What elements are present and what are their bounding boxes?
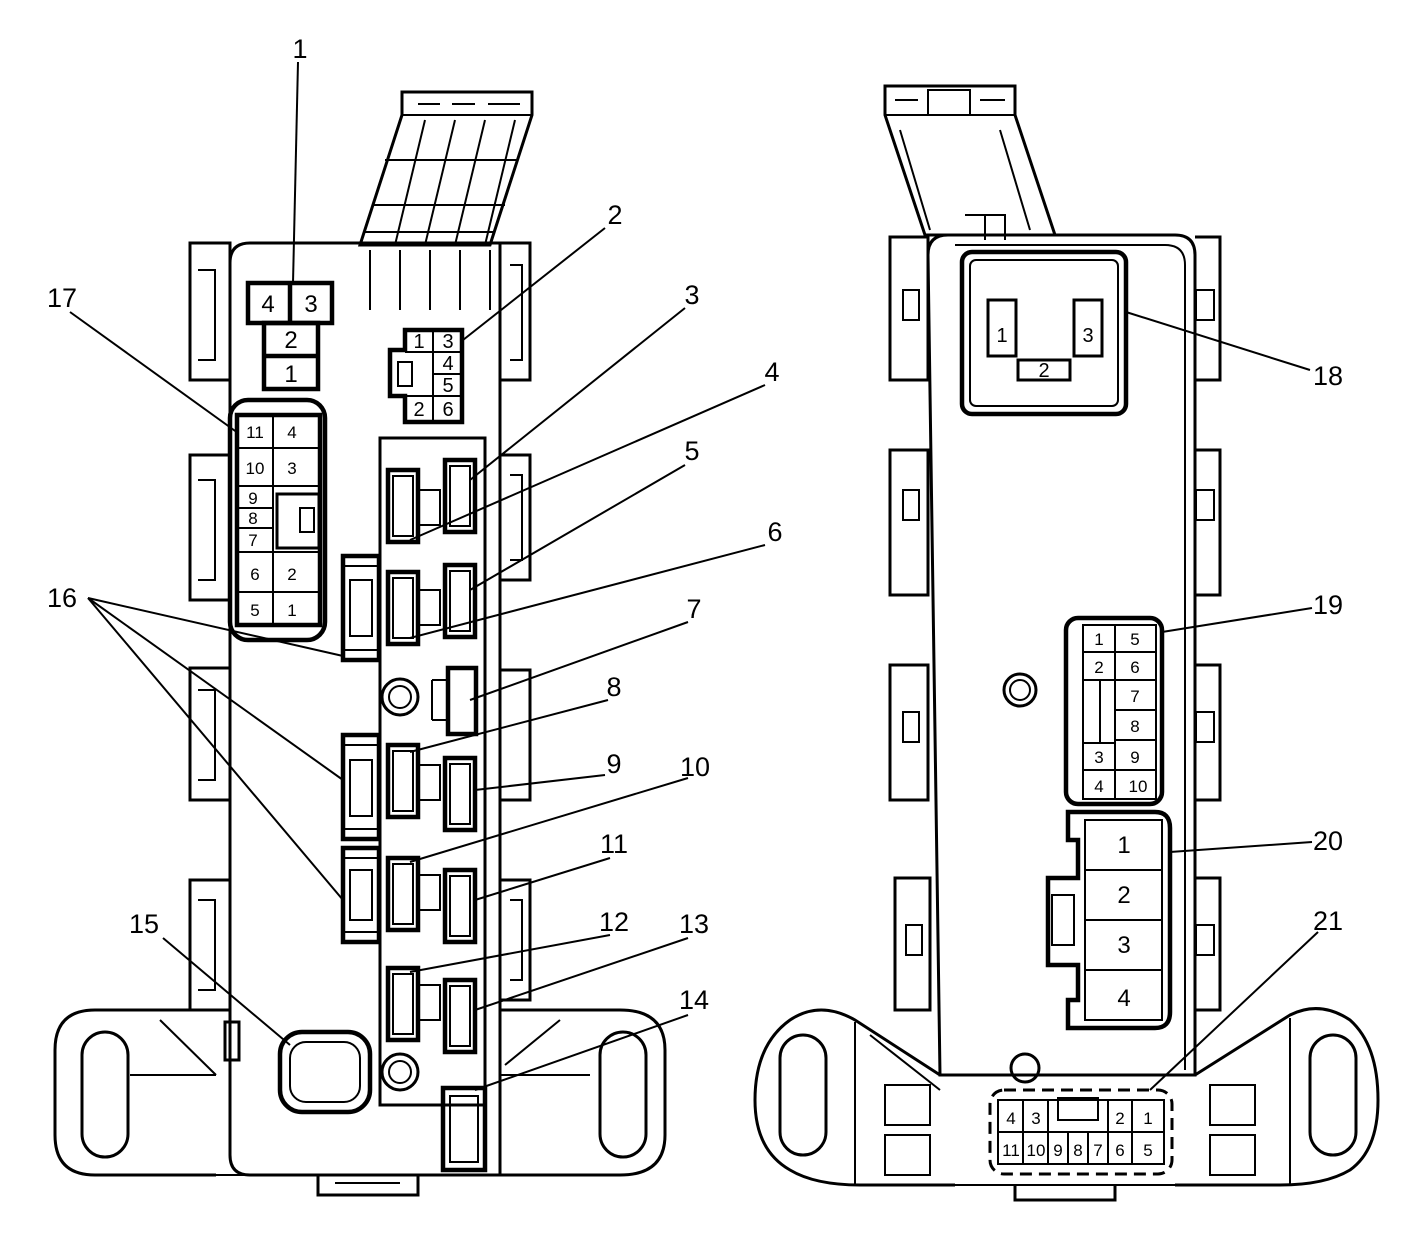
callout-15: 15	[129, 909, 159, 939]
connector-18-pin: 3	[1082, 325, 1093, 347]
connector-17-pin: 7	[248, 531, 257, 550]
connector-19-pin: 10	[1129, 777, 1148, 796]
connector-20: 1 2 3 4	[1045, 809, 1173, 1031]
connector-2-pin: 1	[413, 331, 424, 353]
callout-3: 3	[684, 280, 699, 310]
connector-17: 11 4 10 3 9 8 7 6 2 5 1	[227, 397, 328, 643]
connector-21-pin: 3	[1031, 1109, 1040, 1128]
left-top-ribbon	[357, 90, 534, 310]
callout-10: 10	[680, 752, 710, 782]
right-view-right-clips	[1195, 235, 1222, 1012]
connector-1-pin: 2	[284, 327, 297, 354]
connector-18: 1 3 2	[959, 249, 1129, 417]
connector-19: 1 5 2 6 7 8 3 9 4 10	[1063, 615, 1165, 807]
connector-17-pin: 8	[248, 509, 257, 528]
connector-15	[277, 1029, 373, 1115]
connector-2-pin: 3	[442, 331, 453, 353]
fuse-row-12-13	[385, 965, 478, 1055]
connector-21-pin: 5	[1143, 1141, 1152, 1160]
right-view: 1 3 2 1 5 2 6 7 8 3 9 4 10	[753, 84, 1380, 1202]
right-mounting-feet	[753, 1007, 1380, 1202]
fuse-row-8-9	[385, 742, 478, 833]
right-top-tab	[883, 84, 1058, 240]
callout-6: 6	[767, 517, 782, 547]
callout-16: 16	[47, 583, 77, 613]
connector-17-pin: 2	[287, 565, 296, 584]
connector-2-pin: 2	[413, 399, 424, 421]
connector-18-pin: 2	[1038, 360, 1049, 382]
callout-19: 19	[1313, 590, 1343, 620]
connector-21-pin: 4	[1006, 1109, 1015, 1128]
connector-16-blocks	[340, 553, 382, 945]
connector-17-pin: 11	[246, 423, 264, 442]
connector-21-pin: 10	[1027, 1141, 1046, 1160]
connector-1: 4 3 2 1	[245, 280, 335, 392]
right-view-left-clips	[888, 235, 932, 1012]
connector-19-pin: 2	[1094, 658, 1103, 677]
callout-labels: 1 2 3 4 5 6 7 8 9 10 11 12 13 14 15 16 1…	[47, 34, 1343, 1015]
fuse-row-14	[380, 1052, 488, 1173]
connector-18-pin: 1	[996, 325, 1007, 347]
connector-1-pin: 1	[284, 361, 297, 388]
left-body-outline	[228, 241, 502, 1177]
callout-9: 9	[606, 749, 621, 779]
callout-20: 20	[1313, 826, 1343, 856]
connector-17-pin: 4	[287, 423, 296, 442]
connector-19-pin: 6	[1130, 658, 1139, 677]
connector-19-pin: 7	[1130, 687, 1139, 706]
connector-2-pin: 4	[442, 353, 453, 375]
callout-13: 13	[679, 909, 709, 939]
callout-18: 18	[1313, 361, 1343, 391]
connector-17-pin: 3	[287, 459, 296, 478]
connector-17-pin: 10	[246, 459, 265, 478]
connector-19-pin: 3	[1094, 748, 1103, 767]
callout-21: 21	[1313, 906, 1343, 936]
fuse-row-7	[380, 665, 479, 737]
right-side-clips	[500, 241, 532, 1002]
fuse-row-10-11	[385, 855, 478, 945]
connector-21-pin: 9	[1053, 1141, 1062, 1160]
callout-1: 1	[292, 34, 307, 64]
fuse-row-3-4	[385, 457, 478, 545]
callout-14: 14	[679, 985, 709, 1015]
callout-17: 17	[47, 283, 77, 313]
fuse-row-5-6	[385, 562, 478, 647]
connector-2-pin: 6	[442, 399, 453, 421]
connector-21-pin: 11	[1002, 1141, 1020, 1160]
connector-17-pin: 9	[248, 489, 257, 508]
connector-21: 4 3 2 1 11 10 9 8 7 6 5	[988, 1088, 1174, 1176]
connector-2-pin: 5	[442, 375, 453, 397]
connector-20-pin: 3	[1117, 932, 1130, 959]
left-view: 4 3 2 1 1 3 4 5 2 6	[53, 90, 667, 1197]
callout-4: 4	[764, 357, 779, 387]
connector-21-pin: 6	[1115, 1141, 1124, 1160]
connector-21-pin: 8	[1073, 1141, 1082, 1160]
connector-1-pin: 3	[304, 291, 317, 318]
callout-2: 2	[607, 200, 622, 230]
left-mounting-feet	[53, 1008, 667, 1177]
callout-5: 5	[684, 436, 699, 466]
callout-8: 8	[606, 672, 621, 702]
connector-19-pin: 5	[1130, 630, 1139, 649]
connector-21-pin: 2	[1115, 1109, 1124, 1128]
connector-20-pin: 1	[1117, 832, 1130, 859]
connector-19-pin: 1	[1094, 630, 1103, 649]
connector-19-pin: 8	[1130, 717, 1139, 736]
callout-11: 11	[600, 829, 628, 859]
callout-12: 12	[599, 907, 629, 937]
leader-lines	[69, 61, 1319, 1091]
connector-1-pin: 4	[261, 291, 274, 318]
connector-21-pin: 1	[1143, 1109, 1152, 1128]
connector-20-pin: 4	[1117, 985, 1130, 1012]
connector-17-pin: 6	[250, 565, 259, 584]
connector-2: 1 3 4 5 2 6	[387, 327, 465, 425]
connector-19-pin: 4	[1094, 777, 1103, 796]
connector-19-pin: 9	[1130, 748, 1139, 767]
connector-20-pin: 2	[1117, 882, 1130, 909]
connector-17-pin: 5	[250, 601, 259, 620]
callout-7: 7	[686, 594, 701, 624]
connector-21-pin: 7	[1093, 1141, 1102, 1160]
connector-17-pin: 1	[287, 601, 296, 620]
